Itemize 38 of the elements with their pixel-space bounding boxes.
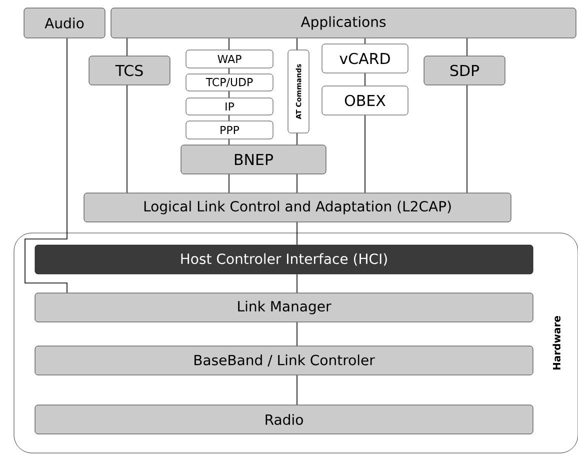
connector-line <box>228 174 230 194</box>
protocol-box: vCARD <box>322 44 408 74</box>
connector-line <box>296 222 298 246</box>
protocol-box: IP <box>186 98 274 116</box>
layer-box: Logical Link Control and Adaptation (L2CAP) <box>84 192 512 222</box>
protocol-box: TCS <box>88 56 170 86</box>
protocol-box: BNEP <box>180 144 326 174</box>
layer-box: Link Manager <box>34 292 534 322</box>
connector-line <box>126 38 128 56</box>
connector-line <box>228 90 230 98</box>
connector-line <box>296 322 298 346</box>
side-label: Hardware <box>552 316 560 370</box>
connector-line <box>296 38 298 50</box>
protocol-box: TCP/UDP <box>186 74 274 92</box>
connector-line <box>466 84 468 194</box>
protocol-box: PPP <box>186 120 274 140</box>
connector-line <box>296 374 298 406</box>
connector-line <box>364 114 366 194</box>
connector-line <box>228 38 230 50</box>
connector-line <box>364 38 366 44</box>
protocol-box: WAP <box>186 50 274 68</box>
connector-line <box>228 114 230 122</box>
connector-line <box>24 38 68 294</box>
connector-line <box>126 84 128 194</box>
layer-box: Applications <box>110 8 576 38</box>
connector-line <box>466 38 468 56</box>
layer-box: Audio <box>24 8 106 38</box>
connector-line <box>296 174 298 194</box>
connector-line <box>364 72 366 86</box>
connector-line <box>228 138 230 146</box>
protocol-box: OBEX <box>322 86 408 116</box>
layer-box: BaseBand / Link Controler <box>34 346 534 376</box>
protocol-box: SDP <box>424 56 506 86</box>
connector-line <box>296 132 298 146</box>
connector-line <box>296 274 298 294</box>
connector-line <box>228 68 230 74</box>
layer-box: Radio <box>34 404 534 434</box>
layer-box: Host Controler Interface (HCI) <box>34 244 534 274</box>
